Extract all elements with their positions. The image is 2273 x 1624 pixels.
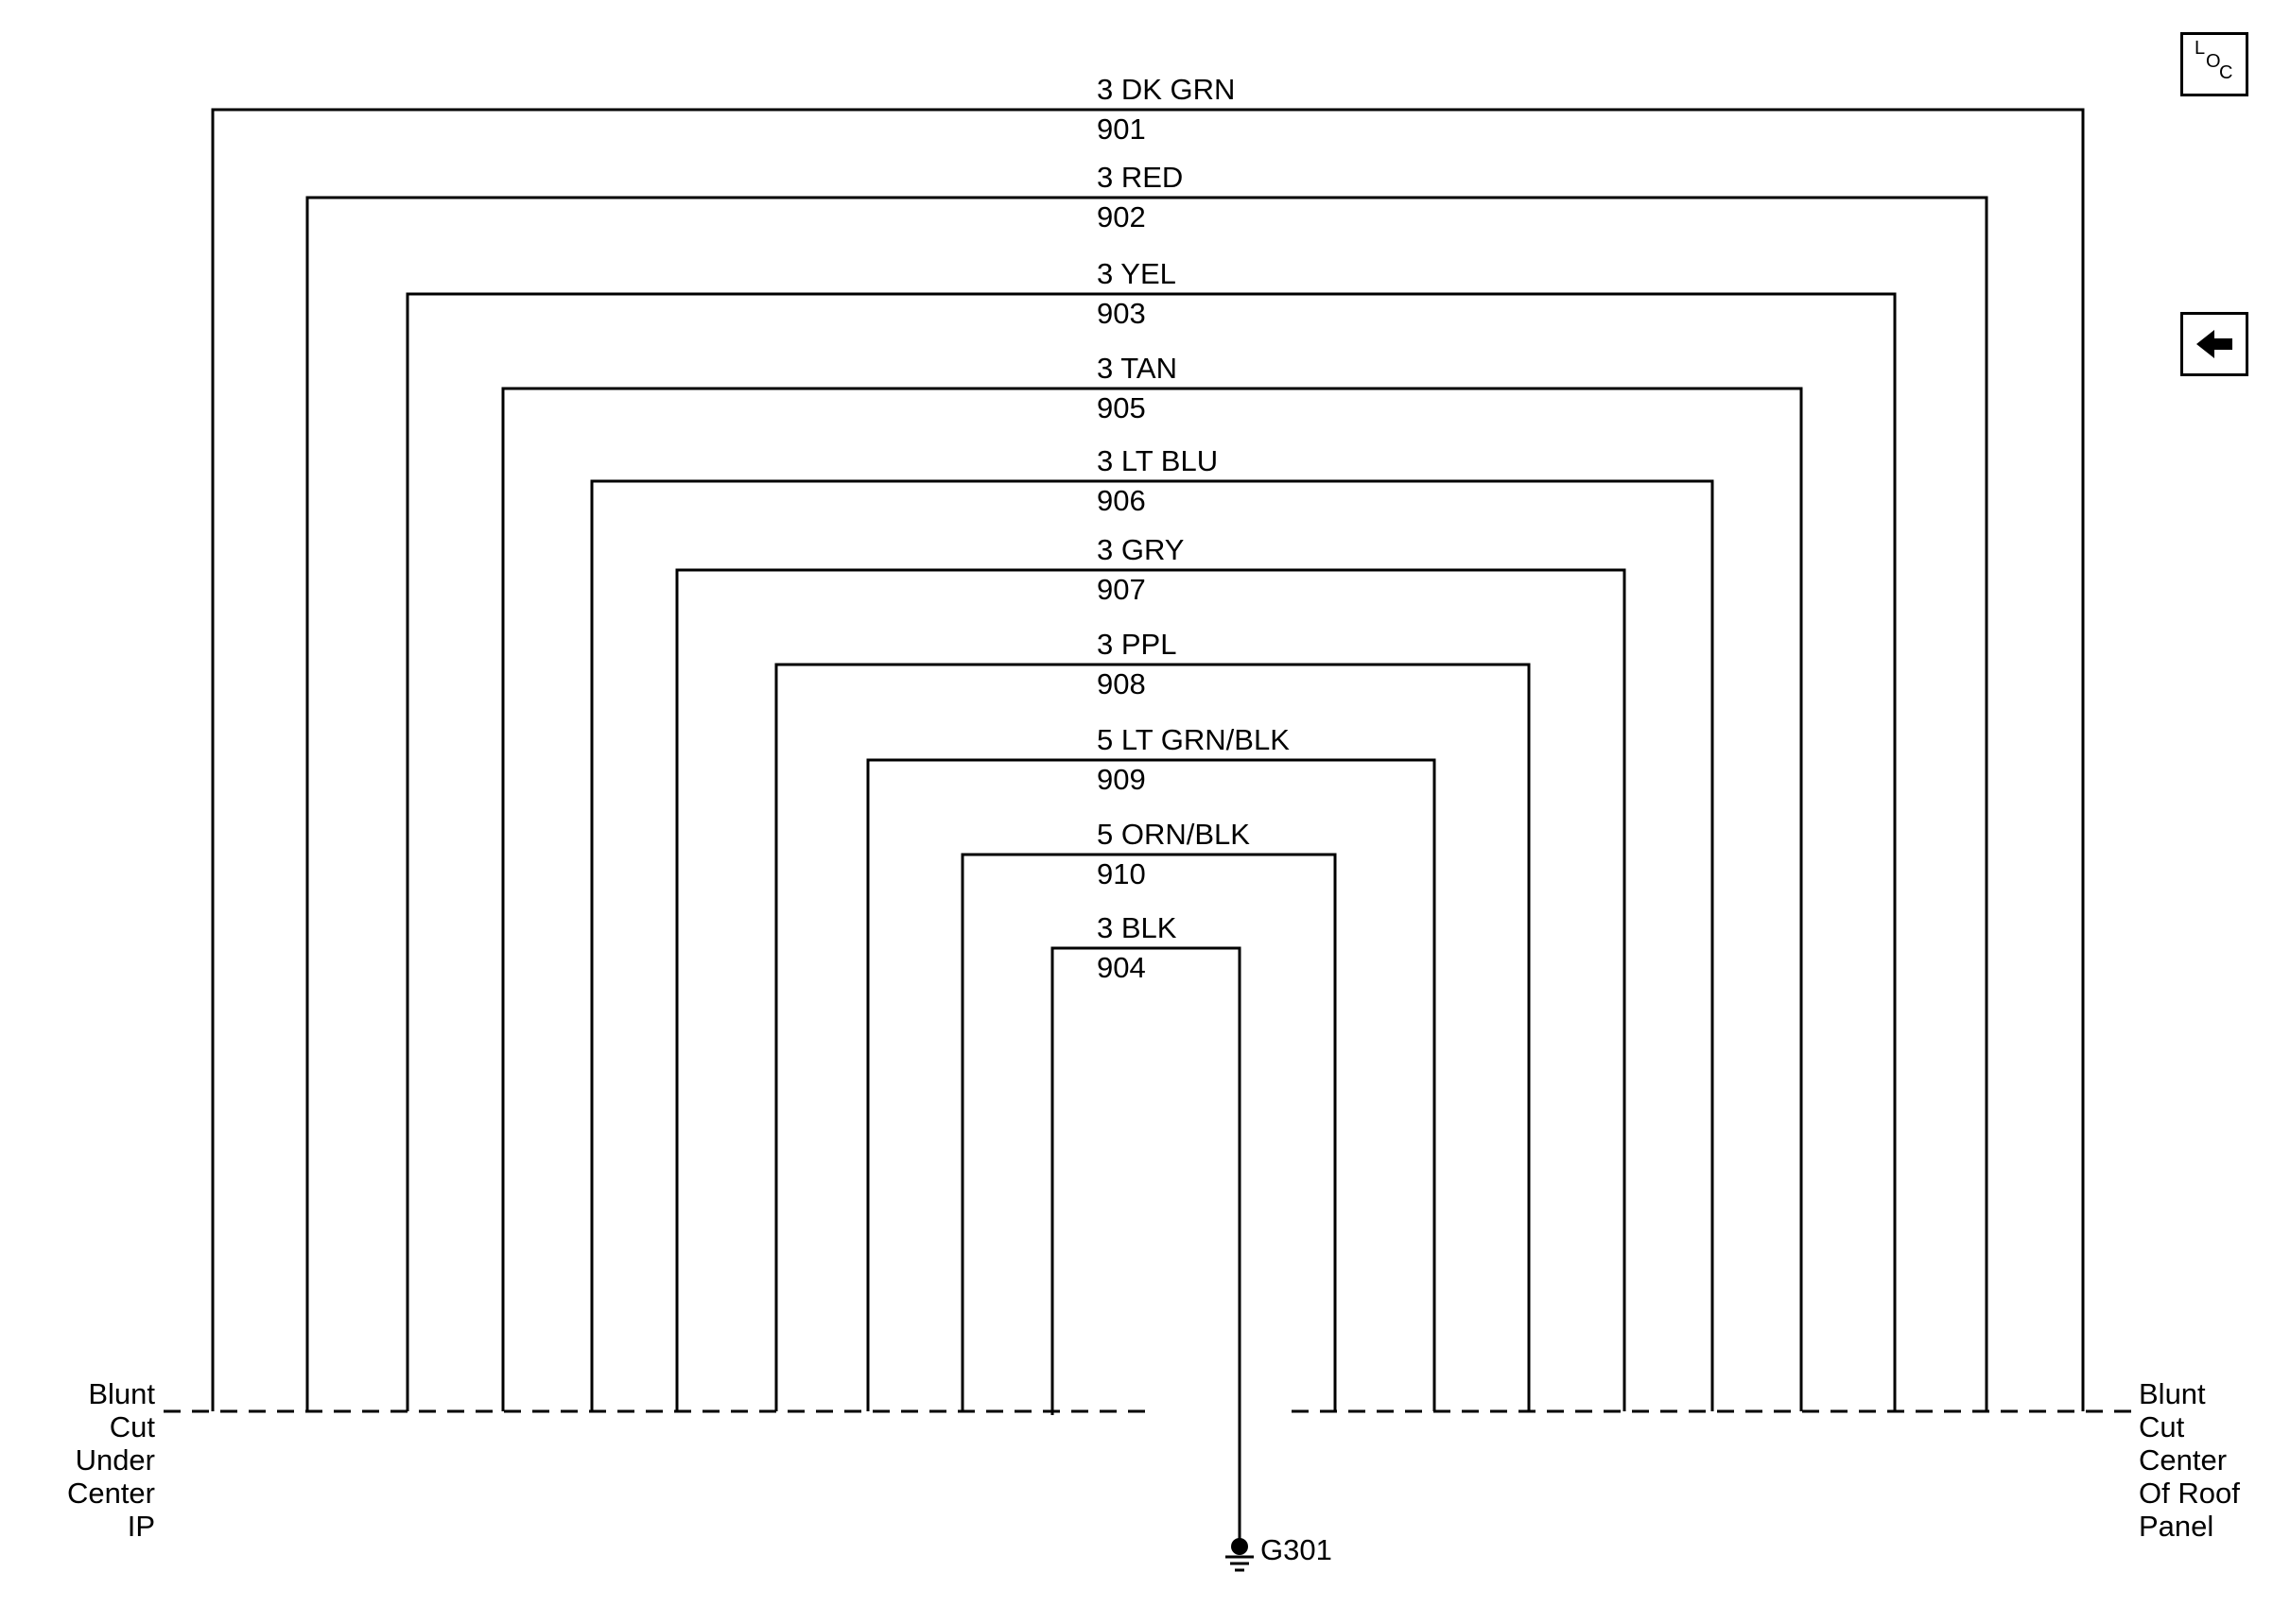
wire-907-color: 3 GRY [1097, 533, 1184, 566]
svg-text:C: C [2219, 62, 2232, 83]
wire-904-color: 3 BLK [1097, 911, 1177, 944]
wire-901 [211, 108, 2085, 1411]
wire-907 [675, 568, 1626, 1411]
wire-907-number: 907 [1097, 573, 1146, 606]
wire-909 [866, 758, 1436, 1411]
svg-text:Blunt: Blunt [88, 1377, 155, 1410]
svg-text:Center: Center [67, 1477, 155, 1510]
svg-text:Panel: Panel [2139, 1510, 2213, 1543]
wire-908-color: 3 PPL [1097, 628, 1176, 661]
wire-905 [501, 387, 1803, 1411]
wire-906 [590, 479, 1714, 1411]
wire-902 [305, 196, 1988, 1411]
svg-text:Cut: Cut [110, 1410, 156, 1443]
wire-loops [211, 108, 2085, 1411]
svg-text:Of Roof: Of Roof [2139, 1477, 2240, 1510]
wire-908-number: 908 [1097, 667, 1146, 700]
wire-906-color: 3 LT BLU [1097, 444, 1218, 477]
wire-labels: 3 DK GRN 901 3 RED 902 3 YEL 903 3 TAN 905 3 LT … [1097, 73, 1290, 890]
svg-text:IP: IP [128, 1510, 155, 1543]
wire-902-number: 902 [1097, 200, 1146, 233]
svg-text:O: O [2206, 51, 2221, 72]
svg-text:Center: Center [2139, 1443, 2227, 1477]
left-end-label: Blunt Cut Under Center IP [67, 1377, 155, 1543]
wire-903-number: 903 [1097, 297, 1146, 330]
right-end-label: Blunt Cut Center Of Roof Panel [2139, 1377, 2240, 1543]
ground-label: G301 [1260, 1533, 1332, 1566]
wire-903-color: 3 YEL [1097, 257, 1176, 290]
svg-text:L: L [2195, 38, 2205, 59]
back-button[interactable] [2180, 312, 2248, 376]
wire-910 [961, 853, 1337, 1411]
svg-text:Under: Under [76, 1443, 155, 1477]
ground-symbol-icon [1225, 1538, 1254, 1572]
svg-text:Cut: Cut [2139, 1410, 2185, 1443]
wire-903 [406, 292, 1897, 1411]
wire-908 [774, 663, 1531, 1411]
wire-901-number: 901 [1097, 112, 1146, 146]
left-arrow-icon [2196, 330, 2232, 358]
loc-icon: L O C [2195, 38, 2232, 83]
loc-button[interactable]: L O C [2180, 32, 2248, 96]
wire-904 [1050, 946, 1241, 1541]
wire-910-color: 5 ORN/BLK [1097, 818, 1250, 851]
wire-909-number: 909 [1097, 763, 1146, 796]
wire-905-number: 905 [1097, 391, 1146, 424]
wire-901-color: 3 DK GRN [1097, 73, 1235, 106]
wire-902-color: 3 RED [1097, 161, 1183, 194]
wire-909-color: 5 LT GRN/BLK [1097, 723, 1290, 756]
wire-904-number: 904 [1097, 951, 1146, 984]
wire-906-number: 906 [1097, 484, 1146, 517]
svg-text:Blunt: Blunt [2139, 1377, 2206, 1410]
wire-910-number: 910 [1097, 857, 1146, 890]
wire-905-color: 3 TAN [1097, 352, 1177, 385]
